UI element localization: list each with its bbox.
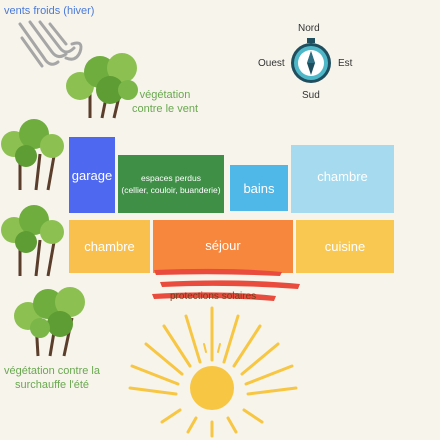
- room-storage-title: espaces perdus: [140, 173, 201, 183]
- compass-north-label: Nord: [298, 23, 320, 34]
- room-storage: espaces perdus (cellier, couloir, buande…: [118, 155, 224, 213]
- room-kitchen-label: cuisine: [324, 239, 366, 254]
- tree-icon-west-bottom: [1, 205, 64, 277]
- room-bath: bains: [230, 165, 288, 211]
- tree-icon-wind: [66, 53, 138, 119]
- compass-south-label: Sud: [302, 90, 320, 101]
- vegetation-wind-label: végétation contre le vent: [131, 89, 199, 115]
- tree-icon-west-top: [1, 119, 64, 191]
- room-living-label: séjour: [205, 238, 241, 253]
- room-living: séjour: [153, 220, 293, 273]
- compass-east-label: Est: [338, 58, 353, 69]
- room-bedroom-north: chambre: [291, 145, 394, 213]
- tree-icon-summer: [14, 287, 85, 357]
- wind-icon: [18, 20, 83, 68]
- sun-icon: [128, 306, 298, 438]
- room-bedroom-south-label: chambre: [84, 239, 135, 254]
- room-garage-label: garage: [71, 167, 113, 183]
- sun-protection-label: protections solaires: [170, 291, 257, 302]
- compass-west-label: Ouest: [258, 58, 285, 69]
- compass-icon: [291, 38, 331, 83]
- room-kitchen: cuisine: [296, 220, 394, 273]
- room-bath-label: bains: [243, 180, 275, 196]
- cold-winds-label: vents froids (hiver): [4, 5, 95, 17]
- room-bedroom-north-label: chambre: [317, 169, 368, 184]
- room-storage-subtitle: (cellier, couloir, buanderie): [121, 185, 221, 195]
- room-garage: garage: [69, 137, 115, 213]
- vegetation-summer-label: végétation contre la surchauffe l'été: [3, 365, 100, 391]
- sun-protection-strokes: [152, 268, 300, 301]
- room-bedroom-south: chambre: [69, 220, 150, 273]
